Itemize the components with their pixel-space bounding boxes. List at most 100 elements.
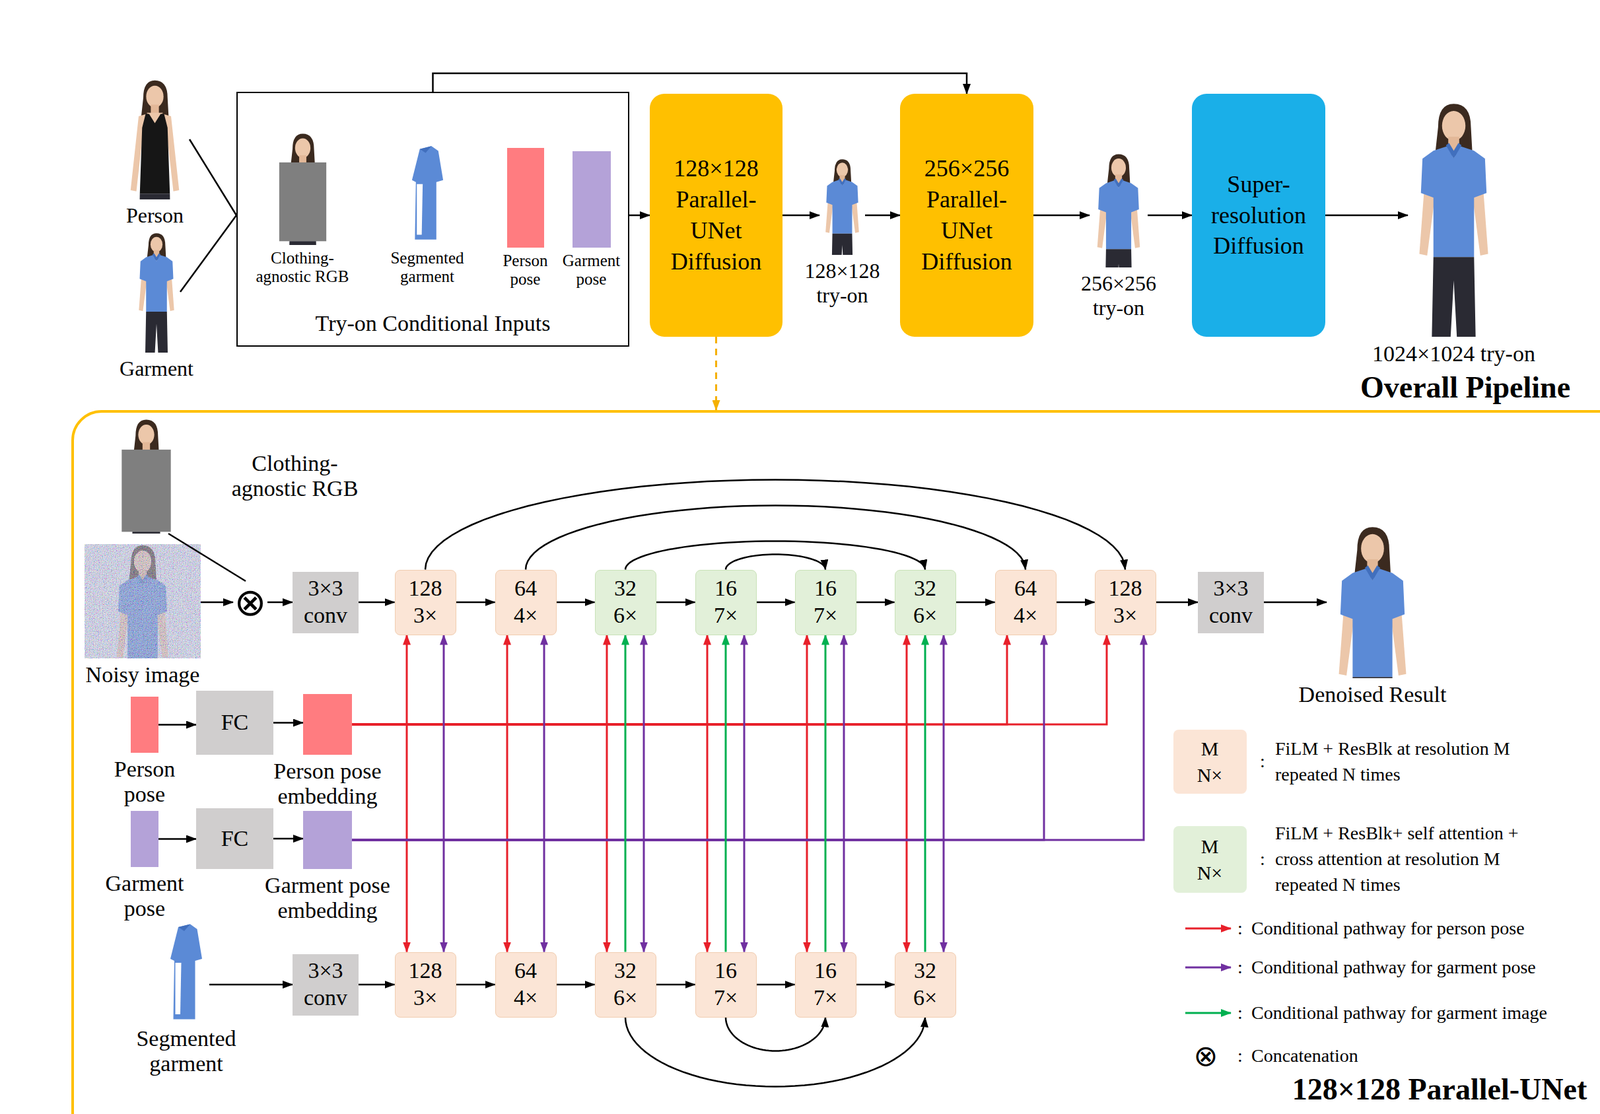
image-caption: Person pose bbox=[495, 251, 556, 290]
connectors bbox=[158, 73, 1408, 1087]
connector bbox=[273, 721, 304, 724]
connector bbox=[351, 839, 745, 953]
connector bbox=[556, 601, 595, 604]
label-holder: 256×256 try-on bbox=[1075, 271, 1162, 321]
node-label: 16 bbox=[814, 575, 837, 603]
noisy-ground bbox=[84, 544, 201, 659]
connector bbox=[715, 336, 718, 411]
connector bbox=[824, 635, 827, 953]
connector bbox=[180, 215, 237, 292]
image-caption: Segmented garment bbox=[384, 248, 471, 288]
legend-holder: FiLM + ResBlk at resolution M repeated N… bbox=[1275, 735, 1540, 788]
connector bbox=[756, 983, 796, 986]
label-holder: : bbox=[1259, 750, 1266, 772]
node-label: 3×3 conv bbox=[297, 957, 354, 1012]
legend-holder: Conditional pathway for person pose bbox=[1251, 915, 1525, 941]
connector bbox=[1263, 601, 1327, 604]
legend-sample-label: N× bbox=[1197, 861, 1223, 885]
label-holder: Person pose bbox=[108, 756, 181, 807]
legend-text: FiLM + ResBlk at resolution M repeated N… bbox=[1275, 735, 1540, 788]
image-caption: Garment pose embedding bbox=[261, 872, 394, 924]
image-caption: Garment pose bbox=[101, 870, 188, 922]
legend-sample-label: M bbox=[1201, 737, 1219, 761]
node-label: 64 bbox=[1014, 575, 1037, 603]
fc-box: FC bbox=[196, 808, 274, 870]
legend-holder: Conditional pathway for garment image bbox=[1251, 999, 1548, 1026]
connector bbox=[525, 505, 1026, 570]
label-holder: Clothing-agnostic RGB bbox=[252, 248, 352, 288]
connector bbox=[351, 635, 407, 726]
node-label: 128 bbox=[408, 575, 443, 603]
connector bbox=[725, 1017, 826, 1052]
image-caption: 1024×1024 try-on bbox=[1372, 340, 1536, 367]
label-holder: M bbox=[1201, 835, 1219, 859]
connector bbox=[629, 214, 650, 217]
embedding-tile: Person pose embedding bbox=[303, 694, 352, 755]
pose-tile: Garment pose bbox=[572, 151, 611, 248]
tryon-image: 256×256 try-on bbox=[1089, 153, 1148, 268]
connector bbox=[456, 983, 496, 986]
node-label: 64 bbox=[514, 575, 537, 603]
connector bbox=[656, 601, 696, 604]
node-label: 3×3 conv bbox=[1203, 575, 1259, 630]
connector bbox=[351, 724, 807, 953]
connector bbox=[1156, 601, 1199, 604]
label-holder: Noisy image bbox=[85, 662, 201, 688]
label-holder: Garment pose bbox=[101, 870, 188, 922]
diffusion-box: 256×256 Parallel-UNet Diffusion bbox=[900, 93, 1034, 337]
connector bbox=[856, 983, 895, 986]
node-label: 256×256 Parallel-UNet Diffusion bbox=[910, 153, 1023, 277]
label-holder: : bbox=[1259, 848, 1266, 870]
connector bbox=[351, 839, 944, 953]
connector bbox=[351, 635, 807, 726]
connector bbox=[351, 839, 644, 953]
concat-symbol: ⊗ bbox=[1193, 1039, 1219, 1074]
label-holder: Segmented garment bbox=[384, 248, 471, 288]
resblock-unit: 326× bbox=[594, 952, 657, 1018]
concat-node: ⊗ bbox=[233, 581, 268, 624]
connector bbox=[756, 601, 796, 604]
connector bbox=[351, 635, 745, 841]
label-holder: M bbox=[1201, 737, 1219, 761]
node-label: 128 bbox=[1108, 575, 1143, 603]
resblock-unit: 644× bbox=[495, 569, 557, 636]
connector bbox=[351, 635, 444, 841]
connector bbox=[625, 541, 926, 570]
garment-photo: Garment bbox=[132, 232, 181, 353]
connector bbox=[351, 635, 644, 841]
image-caption: 128×128 try-on bbox=[799, 258, 886, 308]
node-label: 128×128 Parallel-UNet Diffusion bbox=[660, 153, 773, 277]
node-label: 32 bbox=[913, 575, 937, 603]
connector bbox=[1033, 214, 1090, 217]
connector bbox=[351, 635, 844, 841]
legend-colon: : bbox=[1237, 1045, 1243, 1067]
legend-text: FiLM + ResBlk+ self attention + cross at… bbox=[1275, 820, 1540, 899]
connector bbox=[351, 635, 907, 726]
node-label: FC bbox=[221, 825, 249, 853]
label-holder: Garment bbox=[119, 356, 194, 382]
attention-block: 326× bbox=[894, 569, 957, 636]
node-label: 16 bbox=[814, 957, 837, 985]
denoised-image: Denoised Result bbox=[1326, 525, 1419, 679]
connector bbox=[433, 73, 968, 94]
node-label: 32 bbox=[614, 575, 637, 603]
pose-tile: Garment pose bbox=[130, 810, 159, 868]
garment-image: Segmented garment bbox=[163, 923, 210, 1023]
legend-text: Conditional pathway for garment pose bbox=[1251, 954, 1536, 980]
label-holder: Overall Pipeline bbox=[1360, 370, 1571, 406]
image-caption: Noisy image bbox=[85, 662, 201, 688]
conv-box: 3×3 conv bbox=[292, 954, 359, 1016]
legend-text: Concatenation bbox=[1251, 1042, 1359, 1069]
tryon-photo bbox=[825, 159, 860, 273]
noisy-image: Noisy image bbox=[84, 544, 201, 659]
label-holder: Garment pose bbox=[558, 251, 625, 290]
noise-overlay bbox=[84, 544, 201, 659]
connector bbox=[425, 480, 1126, 570]
connector bbox=[351, 724, 708, 953]
conv-box: 3×3 conv bbox=[1197, 571, 1264, 634]
node-label: 16 bbox=[714, 575, 737, 603]
conv-box: 3×3 conv bbox=[292, 571, 359, 634]
garment-photo bbox=[138, 233, 174, 353]
connector bbox=[725, 635, 728, 953]
label-holder: Person bbox=[126, 203, 184, 228]
